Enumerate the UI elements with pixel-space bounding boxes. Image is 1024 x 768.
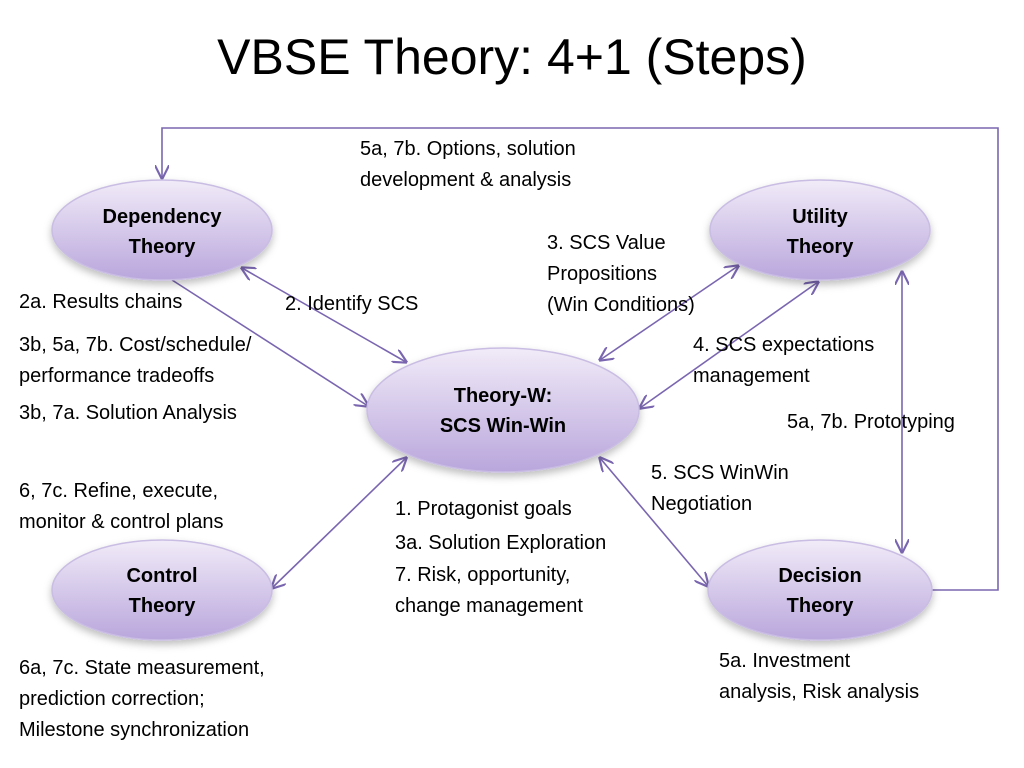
arrow-control-to-theoryw — [272, 458, 406, 588]
annotation-state-measurement: 6a, 7c. State measurement, prediction co… — [19, 653, 265, 746]
annotation-tradeoffs: 3b, 5a, 7b. Cost/schedule/ performance t… — [19, 330, 251, 392]
annotation-line: 1. Protagonist goals — [395, 498, 572, 520]
annotation-line: 3a. Solution Exploration — [395, 532, 607, 554]
arrow-utility-expectations-to-theoryw — [640, 282, 818, 408]
annotation-line: (Win Conditions) — [547, 294, 695, 316]
annotation-line: management — [693, 365, 810, 387]
annotation-prototyping: 5a, 7b. Prototyping — [787, 407, 955, 438]
slide-title: VBSE Theory: 4+1 (Steps) — [217, 29, 807, 85]
arrow-results-chain-to-theoryw — [171, 279, 368, 406]
annotation-line: 5a. Investment — [719, 650, 851, 672]
control-line1: Control — [126, 565, 197, 587]
annotation-line: Negotiation — [651, 493, 753, 515]
theoryw-line1: Theory-W: — [454, 385, 553, 407]
annotation-line: performance tradeoffs — [19, 365, 215, 387]
annotation-line: 2. Identify SCS — [285, 293, 419, 315]
annotation-line: 3b, 5a, 7b. Cost/schedule/ — [19, 334, 252, 356]
annotation-line: 5a, 7b. Options, solution — [360, 138, 576, 160]
node-theory-w: Theory-W: SCS Win-Win — [366, 347, 640, 473]
annotation-line: 6a, 7c. State measurement, — [19, 657, 265, 679]
annotation-line: analysis, Risk analysis — [719, 681, 920, 703]
annotation-identify-scs: 2. Identify SCS — [285, 289, 418, 320]
annotation-line: 3. SCS Value — [547, 232, 666, 254]
annotation-options: 5a, 7b. Options, solution development & … — [360, 134, 576, 196]
annotation-line: 7. Risk, opportunity, — [395, 564, 571, 586]
dependency-line1: Dependency — [103, 206, 223, 228]
annotation-investment: 5a. Investment analysis, Risk analysis — [719, 646, 919, 708]
node-dependency-theory: Dependency Theory — [51, 179, 273, 281]
utility-line2: Theory — [787, 236, 855, 258]
annotation-value-propositions: 3. SCS Value Propositions (Win Condition… — [547, 228, 695, 321]
arrow-dependency-to-theoryw — [242, 268, 406, 362]
decision-line1: Decision — [778, 565, 861, 587]
arrow-theoryw-to-decision — [600, 458, 708, 586]
control-line2: Theory — [129, 595, 197, 617]
annotation-line: monitor & control plans — [19, 511, 224, 533]
annotation-results-chains: 2a. Results chains — [19, 287, 182, 318]
annotation-refine: 6, 7c. Refine, execute, monitor & contro… — [19, 476, 224, 538]
annotation-line: Propositions — [547, 263, 658, 285]
theoryw-line2: SCS Win-Win — [440, 415, 566, 437]
node-utility-theory: Utility Theory — [709, 179, 931, 281]
dependency-line2: Theory — [129, 236, 197, 258]
annotation-line: 5. SCS WinWin — [651, 462, 789, 484]
annotation-line: Milestone synchronization — [19, 719, 250, 741]
annotation-line: 5a, 7b. Prototyping — [787, 411, 955, 433]
node-decision-theory: Decision Theory — [707, 539, 933, 641]
annotation-line: 6, 7c. Refine, execute, — [19, 480, 219, 502]
annotation-line: change management — [395, 595, 583, 617]
annotation-expectations: 4. SCS expectations management — [693, 330, 874, 392]
connectors — [162, 127, 999, 591]
node-control-theory: Control Theory — [51, 539, 273, 641]
annotation-line: 3b, 7a. Solution Analysis — [19, 402, 237, 424]
utility-line1: Utility — [792, 206, 848, 228]
annotation-line: 4. SCS expectations — [693, 334, 875, 356]
annotation-center-steps: 1. Protagonist goals 3a. Solution Explor… — [395, 492, 606, 622]
annotation-line: development & analysis — [360, 169, 572, 191]
annotation-line: 2a. Results chains — [19, 291, 183, 313]
annotation-line: prediction correction; — [19, 688, 205, 710]
annotation-solution-analysis: 3b, 7a. Solution Analysis — [19, 398, 237, 429]
arrow-decision-loop-to-dependency — [162, 127, 999, 591]
decision-line2: Theory — [787, 595, 855, 617]
annotation-winwin: 5. SCS WinWin Negotiation — [651, 458, 789, 520]
